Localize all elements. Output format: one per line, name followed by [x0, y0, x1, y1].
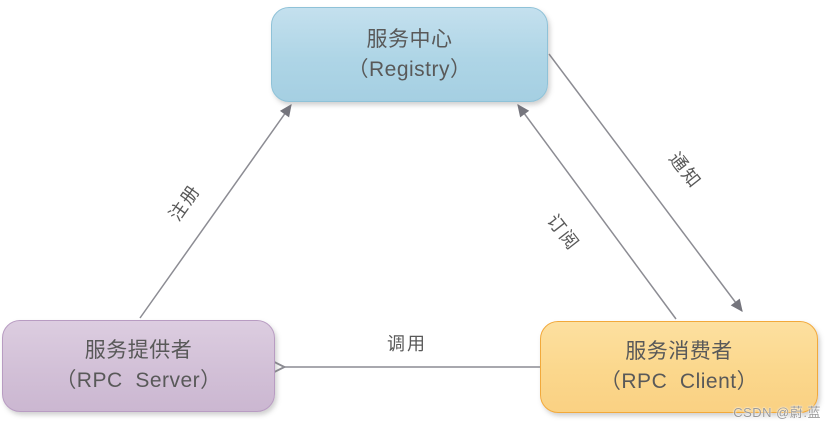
notify-arrow-label: 通知	[665, 148, 706, 193]
provider-node: 服务提供者 （RPC Server）	[2, 320, 275, 412]
provider-subtitle: （RPC Server）	[55, 369, 222, 392]
notify-arrow	[548, 53, 743, 312]
subscribe-arrow-label: 订阅	[543, 210, 584, 255]
watermark-text: CSDN @蔚.蓝	[733, 405, 821, 420]
invoke-arrow-label: 调用	[387, 334, 427, 354]
consumer-subtitle: （RPC Client）	[599, 370, 759, 393]
subscribe-arrow	[517, 103, 677, 320]
consumer-node: 服务消费者 （RPC Client）	[540, 321, 818, 413]
register-arrow-label: 注册	[165, 180, 205, 225]
registry-node: 服务中心 （Registry）	[271, 7, 548, 102]
registry-title: 服务中心	[366, 27, 453, 51]
provider-title: 服务提供者	[84, 339, 193, 362]
registry-subtitle: （Registry）	[347, 57, 472, 81]
consumer-title: 服务消费者	[625, 340, 733, 363]
